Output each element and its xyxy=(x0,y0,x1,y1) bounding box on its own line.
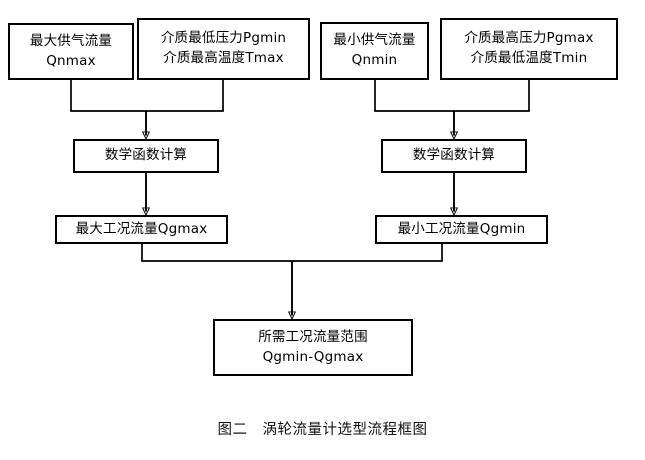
node-max-pressure-min-temp: 介质最高压力Pgmax 介质最低温度Tmin xyxy=(440,18,618,80)
node-max-supply-flow-line1: 最大供气流量 xyxy=(29,32,113,49)
node-max-working-flow-qgmax: 最大工况流量Qgmax xyxy=(55,215,228,244)
node-required-working-flow-range: 所需工况流量范围 Qgmin-Qgmax xyxy=(213,319,413,376)
node-math-function-calculation-left: 数学函数计算 xyxy=(73,139,219,173)
node-min-working-flow-qgmin-label: 最小工况流量Qgmin xyxy=(397,220,526,237)
node-min-supply-flow-line2: Qnmin xyxy=(351,52,398,68)
node-min-supply-flow: 最小供气流量 Qnmin xyxy=(320,22,429,80)
node-min-working-flow-qgmin: 最小工况流量Qgmin xyxy=(375,215,548,244)
node-min-pressure-max-temp-line1: 介质最低压力Pgmin xyxy=(160,30,287,47)
node-max-pressure-min-temp-line2: 介质最低温度Tmin xyxy=(470,50,588,66)
node-required-working-flow-range-line1: 所需工况流量范围 xyxy=(258,328,368,345)
node-max-supply-flow: 最大供气流量 Qnmax xyxy=(8,23,134,80)
node-max-supply-flow-line2: Qnmax xyxy=(46,52,96,69)
node-required-working-flow-range-line2: Qgmin-Qgmax xyxy=(262,348,364,365)
node-math-function-calculation-left-label: 数学函数计算 xyxy=(104,147,188,164)
node-min-pressure-max-temp: 介质最低压力Pgmin 介质最高温度Tmax xyxy=(137,18,310,80)
node-max-working-flow-qgmax-label: 最大工况流量Qgmax xyxy=(75,220,208,237)
figure-caption: 图二 涡轮流量计选型流程框图 xyxy=(217,422,428,438)
node-math-function-calculation-right-label: 数学函数计算 xyxy=(412,147,496,164)
node-min-supply-flow-line1: 最小供气流量 xyxy=(333,32,416,49)
node-max-pressure-min-temp-line1: 介质最高压力Pgmax xyxy=(464,30,594,47)
node-min-pressure-max-temp-line2: 介质最高温度Tmax xyxy=(163,50,284,66)
node-math-function-calculation-right: 数学函数计算 xyxy=(381,139,527,173)
